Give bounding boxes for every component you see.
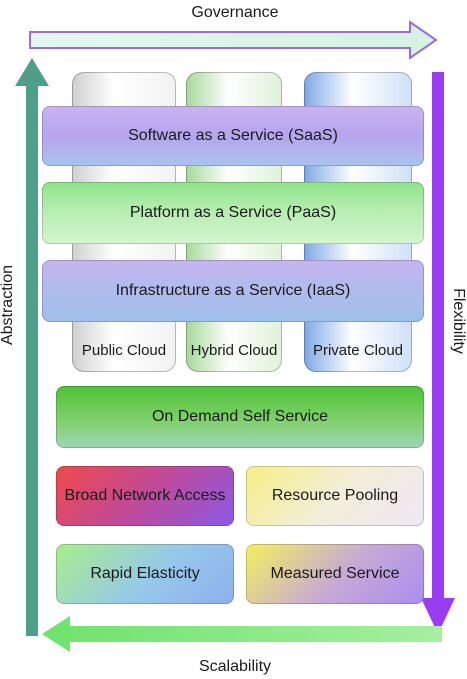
paas-layer: Platform as a Service (PaaS) xyxy=(42,182,424,244)
on-demand-self-service-box: On Demand Self Service xyxy=(56,386,424,448)
governance-label: Governance xyxy=(191,4,279,21)
broad-network-access-box: Broad Network Access xyxy=(56,466,234,526)
iaas-layer: Infrastructure as a Service (IaaS) xyxy=(42,260,424,322)
rapid-elasticity-box: Rapid Elasticity xyxy=(56,544,234,604)
resource-pooling-box: Resource Pooling xyxy=(246,466,424,526)
scalability-arrow xyxy=(42,616,442,652)
scalability-label: Scalability xyxy=(198,658,272,675)
paas-label: Platform as a Service (PaaS) xyxy=(129,204,337,221)
hybrid-cloud-label: Hybrid Cloud xyxy=(190,342,278,359)
governance-arrow xyxy=(29,20,438,60)
saas-layer: Software as a Service (SaaS) xyxy=(42,106,424,166)
rapid-elasticity-label: Rapid Elasticity xyxy=(90,565,200,582)
abstraction-label: Abstraction xyxy=(0,264,16,346)
measured-service-box: Measured Service xyxy=(246,544,424,604)
saas-label: Software as a Service (SaaS) xyxy=(128,127,338,144)
broad-network-access-label: Broad Network Access xyxy=(64,487,226,504)
public-cloud-label: Public Cloud xyxy=(81,342,167,359)
flexibility-label: Flexibility xyxy=(450,288,467,354)
resource-pooling-label: Resource Pooling xyxy=(271,487,399,504)
flexibility-arrow xyxy=(421,72,455,634)
measured-service-label: Measured Service xyxy=(270,565,400,582)
abstraction-arrow xyxy=(15,58,49,636)
private-cloud-label: Private Cloud xyxy=(312,342,404,359)
iaas-label: Infrastructure as a Service (IaaS) xyxy=(115,282,351,299)
on-demand-self-service-label: On Demand Self Service xyxy=(151,408,329,425)
